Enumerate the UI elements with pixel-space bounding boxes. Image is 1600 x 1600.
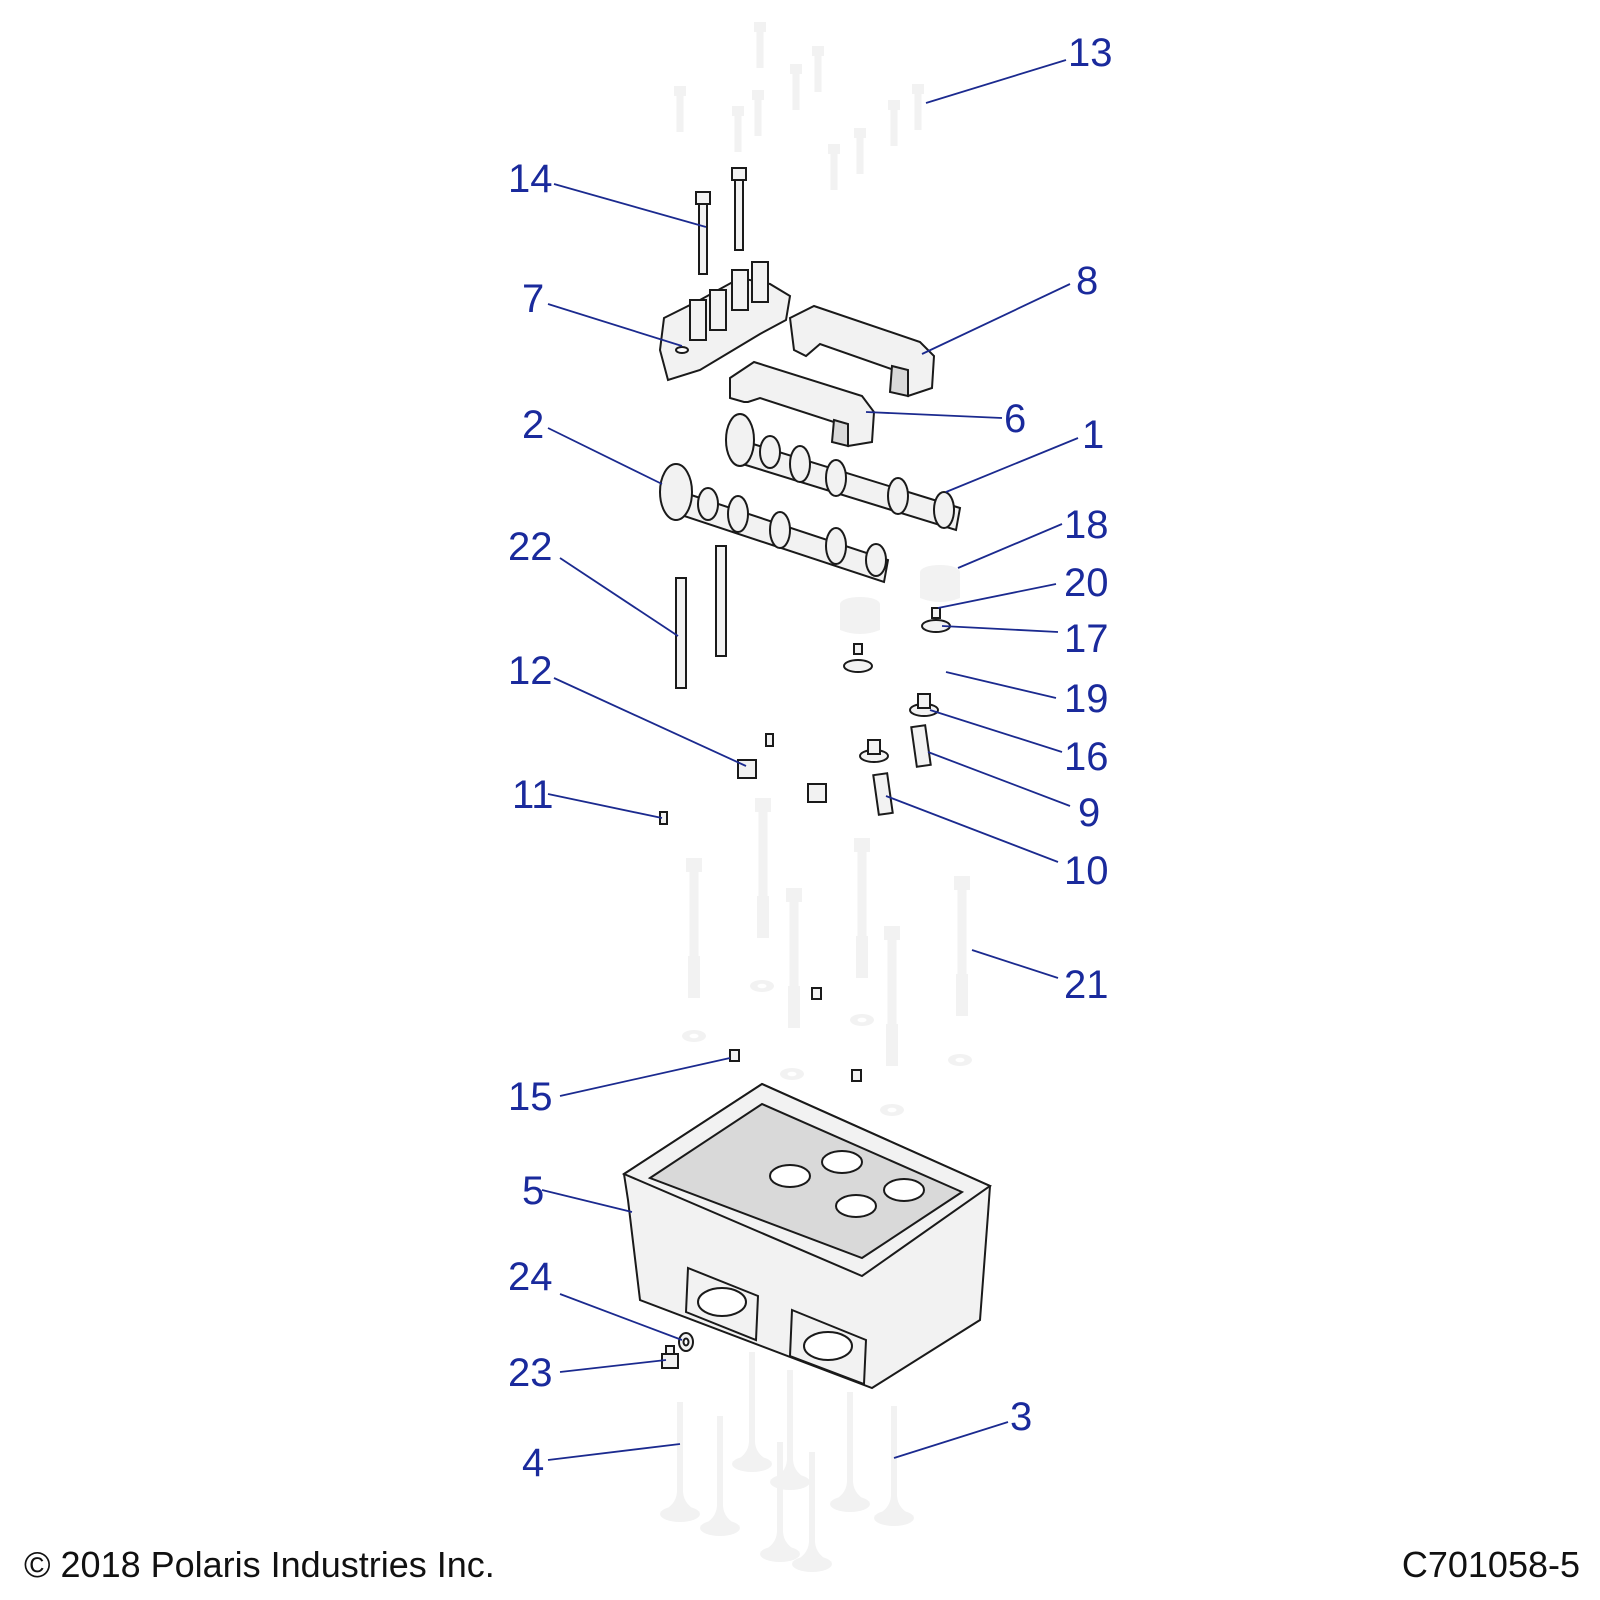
long-cam-carrier-bolts [695, 167, 747, 275]
callout-22: 22 [508, 525, 553, 569]
cam-cap-front [729, 360, 876, 448]
callout-1: 1 [1082, 413, 1104, 457]
callout-labels: 13 14 7 8 6 1 2 22 18 20 17 12 19 16 11 … [508, 31, 1113, 1485]
head-bolt-washers [682, 980, 972, 1116]
callout-13: 13 [1068, 31, 1113, 75]
callout-23: 23 [508, 1351, 553, 1395]
leader-lines [541, 59, 1079, 1461]
callout-11: 11 [512, 773, 554, 817]
cam-cap-bolts [674, 22, 924, 190]
head-studs [675, 545, 727, 689]
callout-18: 18 [1064, 503, 1109, 547]
callout-7: 7 [522, 277, 544, 321]
cam-cap-rear [788, 304, 936, 398]
camshaft-intake [725, 413, 962, 532]
drawing-number: C701058-5 [1401, 1544, 1580, 1585]
callout-24: 24 [508, 1255, 553, 1299]
camshaft-carrier-front [658, 261, 792, 382]
valve-guides [872, 724, 932, 816]
callout-10: 10 [1064, 849, 1109, 893]
callout-5: 5 [522, 1169, 544, 1213]
callout-19: 19 [1064, 677, 1109, 721]
valve-springs [850, 643, 944, 731]
camshaft-exhaust [659, 463, 890, 584]
cylinder-head [621, 1082, 993, 1390]
valve-stem-seals [859, 693, 939, 763]
cylinder-head-bolts [686, 798, 970, 1066]
callout-14: 14 [508, 157, 553, 201]
callout-2: 2 [522, 403, 544, 447]
callout-6: 6 [1004, 397, 1026, 441]
callout-15: 15 [508, 1075, 553, 1119]
callout-17: 17 [1064, 617, 1109, 661]
callout-16: 16 [1064, 735, 1109, 779]
callout-21: 21 [1064, 963, 1109, 1007]
copyright-notice: © 2018 Polaris Industries Inc. [24, 1544, 495, 1585]
callout-20: 20 [1064, 561, 1109, 605]
callout-4: 4 [522, 1441, 544, 1485]
callout-8: 8 [1076, 259, 1098, 303]
callout-3: 3 [1010, 1395, 1032, 1439]
valve-keepers-retainers [843, 607, 951, 673]
callout-9: 9 [1078, 791, 1100, 835]
callout-12: 12 [508, 649, 553, 693]
